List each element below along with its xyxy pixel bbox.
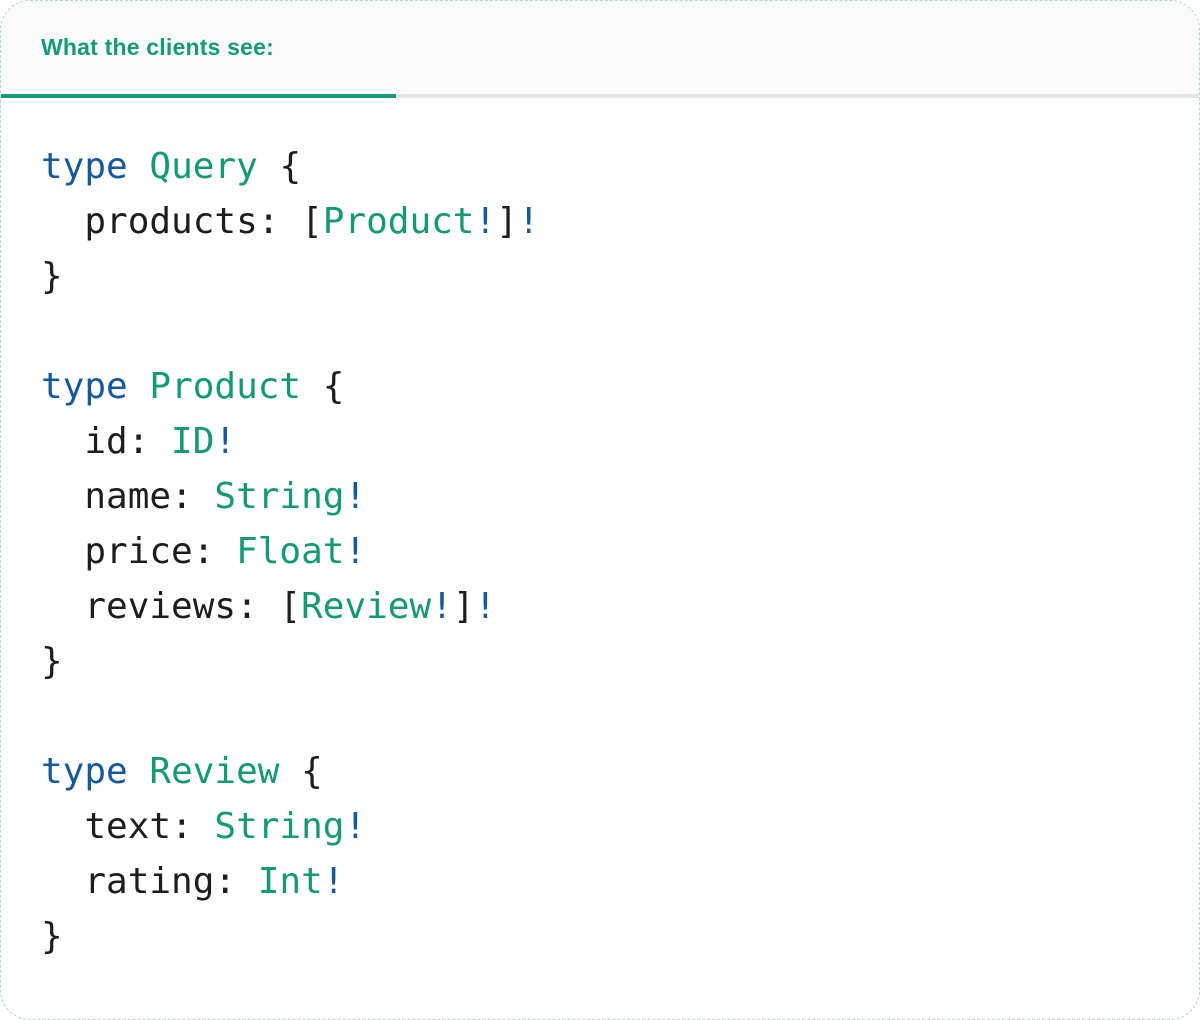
- code-line: type Query {: [41, 139, 1159, 194]
- code-token-typename: Review: [301, 586, 432, 627]
- code-token-plain: ]: [452, 586, 475, 627]
- tab-what-clients-see[interactable]: What the clients see:: [41, 34, 274, 60]
- code-token-typename: String: [214, 806, 345, 847]
- code-token-typename: Int: [257, 861, 323, 902]
- code-token-keyword: !: [344, 806, 367, 847]
- code-token-keyword: !: [474, 201, 497, 242]
- code-token-plain: }: [41, 641, 63, 682]
- code-line: }: [41, 909, 1159, 964]
- code-token-typename: Query: [149, 146, 258, 187]
- code-token-keyword: type: [41, 751, 128, 792]
- code-line: name: String!: [41, 469, 1159, 524]
- tab-divider: [1, 94, 1199, 98]
- code-token-plain: text:: [41, 806, 215, 847]
- code-token-plain: ]: [496, 201, 518, 242]
- active-tab-underline: [1, 94, 396, 98]
- code-token-keyword: !: [214, 421, 237, 462]
- code-token-plain: {: [257, 146, 302, 187]
- code-line: rating: Int!: [41, 854, 1159, 909]
- code-line: type Product {: [41, 359, 1159, 414]
- code-line: price: Float!: [41, 524, 1159, 579]
- code-token-plain: {: [279, 751, 323, 792]
- code-token-plain: }: [41, 916, 63, 957]
- code-token-plain: [128, 366, 150, 407]
- code-token-keyword: !: [322, 861, 345, 902]
- code-token-keyword: !: [431, 586, 453, 627]
- code-token-keyword: type: [41, 366, 128, 407]
- code-token-plain: [128, 146, 150, 187]
- code-token-plain: name:: [41, 476, 215, 517]
- code-line: }: [41, 249, 1159, 304]
- code-token-keyword: type: [41, 146, 128, 187]
- code-token-keyword: !: [517, 201, 540, 242]
- code-token-typename: Product: [322, 201, 475, 242]
- code-line: products: [Product!]!: [41, 194, 1159, 249]
- code-token-typename: Review: [149, 751, 280, 792]
- code-token-keyword: !: [344, 531, 367, 572]
- code-line: reviews: [Review!]!: [41, 579, 1159, 634]
- code-line: id: ID!: [41, 414, 1159, 469]
- code-token-plain: [128, 751, 150, 792]
- code-token-plain: reviews: [: [41, 586, 302, 627]
- code-line: text: String!: [41, 799, 1159, 854]
- code-line: }: [41, 634, 1159, 689]
- code-block: type Query { products: [Product!]!} type…: [1, 98, 1199, 1004]
- code-token-typename: Product: [149, 366, 302, 407]
- code-token-plain: }: [41, 256, 63, 297]
- code-token-keyword: !: [344, 476, 367, 517]
- panel-header: What the clients see:: [1, 1, 1199, 94]
- code-line: type Review {: [41, 744, 1159, 799]
- code-line: [41, 689, 1159, 744]
- code-token-typename: String: [214, 476, 345, 517]
- code-token-plain: {: [301, 366, 345, 407]
- code-line: [41, 304, 1159, 359]
- code-token-plain: rating:: [41, 861, 258, 902]
- code-token-plain: price:: [41, 531, 237, 572]
- code-token-typename: Float: [236, 531, 345, 572]
- code-token-typename: ID: [171, 421, 215, 462]
- code-token-plain: products: [: [41, 201, 323, 242]
- code-token-keyword: !: [474, 586, 497, 627]
- code-token-plain: id:: [41, 421, 172, 462]
